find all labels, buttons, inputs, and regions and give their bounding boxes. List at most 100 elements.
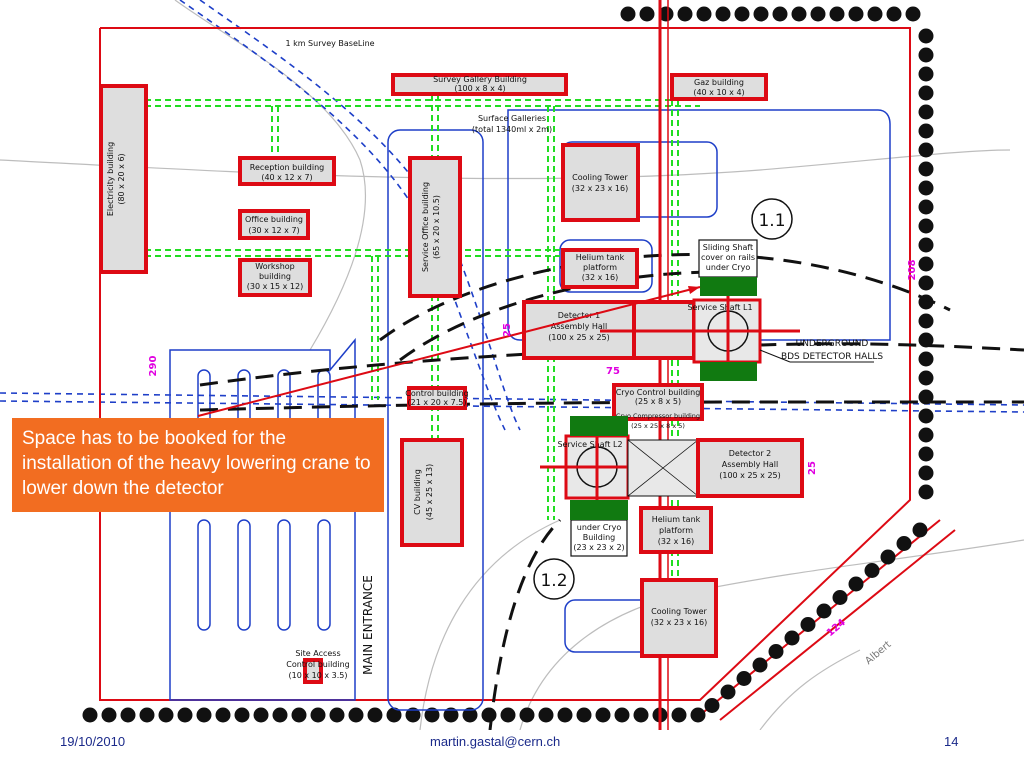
fence-dot xyxy=(310,707,326,723)
fence-dot xyxy=(800,617,816,632)
fence-dot xyxy=(753,6,769,22)
buildings: Survey Gallery Building (100 x 8 x 4) Ga… xyxy=(99,73,804,684)
sliding-shaft-label-3: under Cryo xyxy=(706,263,751,272)
marker-1-1: 1.1 xyxy=(751,198,793,240)
fence-dot xyxy=(791,6,807,22)
fence-dot xyxy=(215,707,231,723)
fence-dot xyxy=(848,6,864,22)
fence-dot xyxy=(633,707,649,723)
electricity-building-label: Electricity building xyxy=(106,142,115,216)
callout-arrow xyxy=(197,286,701,417)
fence-dot xyxy=(620,6,636,22)
fence-dot xyxy=(816,603,832,619)
detector-1-label-2: Assembly Hall xyxy=(551,322,607,331)
fence-dots xyxy=(82,6,934,723)
fence-dot xyxy=(918,370,934,386)
fence-dot xyxy=(519,707,535,723)
fence-dot xyxy=(918,237,934,253)
bds-halls-label: BDS DETECTOR HALLS xyxy=(781,352,883,362)
dim-290: 290 xyxy=(148,356,159,377)
surface-galleries-label: Surface Galleries xyxy=(478,114,546,123)
fence-dot xyxy=(918,465,934,481)
fence-dot xyxy=(880,549,896,565)
sliding-shaft-label: Sliding Shaft xyxy=(703,243,753,252)
fence-dot xyxy=(918,104,934,120)
detector-1-label: Detector 1 xyxy=(558,311,601,320)
cooling-tower-2-label: Cooling Tower xyxy=(651,607,707,616)
fence-dot xyxy=(918,408,934,424)
fence-dot xyxy=(918,28,934,44)
helium-tank-2-dims: (32 x 16) xyxy=(658,537,694,546)
dim-25-detector-1: 25 xyxy=(502,323,513,337)
gaz-building-label: Gaz building xyxy=(694,78,744,87)
helium-tank-1-label: Helium tank xyxy=(576,253,625,262)
service-shaft-2-label: Service Shaft L2 xyxy=(557,440,622,449)
underground-label: UNDERGROUND xyxy=(796,339,869,349)
crane-pads xyxy=(570,277,757,520)
fence-dot xyxy=(918,351,934,367)
fence-dot xyxy=(918,161,934,177)
survey-gallery-label: Survey Gallery Building xyxy=(433,75,527,84)
fence-dot xyxy=(734,6,750,22)
fence-dot xyxy=(905,6,921,22)
fence-dot xyxy=(912,522,928,538)
fence-dot xyxy=(120,707,136,723)
fence-dot xyxy=(595,707,611,723)
fence-dot xyxy=(704,698,720,713)
fence-dot xyxy=(82,707,98,723)
fence-dot xyxy=(234,707,250,723)
dim-25-detector-2: 25 xyxy=(807,461,818,475)
office-building-label: Office building xyxy=(245,215,303,224)
workshop-label-2: building xyxy=(259,272,291,281)
fence-dot xyxy=(918,332,934,348)
under-cryo-label-2: Building xyxy=(583,533,615,542)
fence-dot xyxy=(918,142,934,158)
cryo-control-dims: (25 x 8 x 5) xyxy=(635,397,681,406)
fence-dot xyxy=(918,218,934,234)
cooling-tower-1-label: Cooling Tower xyxy=(572,173,628,182)
crane-callout: Space has to be booked for the installat… xyxy=(12,418,384,512)
cryo-compressor-label: Cryo Compressor building xyxy=(616,412,700,420)
fence-dot xyxy=(576,707,592,723)
fence-dot xyxy=(696,6,712,22)
fence-dot xyxy=(715,6,731,22)
under-cryo-label: under Cryo xyxy=(577,523,622,532)
fence-dot xyxy=(177,707,193,723)
reception-building-label: Reception building xyxy=(250,163,324,172)
site-access-dims: (10 x 10 x 3.5) xyxy=(289,671,348,680)
fence-dot xyxy=(720,684,736,700)
fence-dot xyxy=(690,707,706,723)
reception-building-dims: (40 x 12 x 7) xyxy=(261,173,312,182)
footer-page-number: 14 xyxy=(944,734,959,749)
service-office-label: Service Office building xyxy=(421,182,430,272)
dim-208: 208 xyxy=(907,260,918,281)
fence-dot xyxy=(848,576,864,592)
fence-dot xyxy=(784,630,800,646)
road-label: Albert xyxy=(863,639,893,667)
cooling-tower-1-dims: (32 x 23 x 16) xyxy=(572,184,628,193)
helium-tank-1-label-2: platform xyxy=(583,263,617,272)
underground-leader xyxy=(759,349,791,363)
fence-dot xyxy=(253,707,269,723)
site-access-label-2: Control building xyxy=(286,660,350,669)
electricity-building-dims: (80 x 20 x 6) xyxy=(117,153,126,204)
fence-dot xyxy=(918,47,934,63)
fence-dot xyxy=(677,6,693,22)
gaz-building-dims: (40 x 10 x 4) xyxy=(693,88,744,97)
cryo-compressor-dims: (25 x 25 x 8 x 5) xyxy=(631,422,685,430)
fence-dot xyxy=(918,275,934,291)
detector-2-dims: (100 x 25 x 25) xyxy=(719,471,781,480)
marker-1-2: 1.2 xyxy=(533,558,575,600)
fence-dot xyxy=(752,657,768,673)
cryo-control-label: Cryo Control building xyxy=(616,388,701,397)
fence-dot xyxy=(918,66,934,82)
callout-arrowhead xyxy=(688,286,700,294)
fence-dot xyxy=(918,199,934,215)
sliding-shaft-label-2: cover on rails xyxy=(701,253,755,262)
svg-text:1.1: 1.1 xyxy=(758,211,785,231)
fence-dot xyxy=(367,707,383,723)
helium-tank-1-dims: (32 x 16) xyxy=(582,273,618,282)
fence-dot xyxy=(443,707,459,723)
fence-dot xyxy=(918,427,934,443)
fence-dot xyxy=(886,6,902,22)
